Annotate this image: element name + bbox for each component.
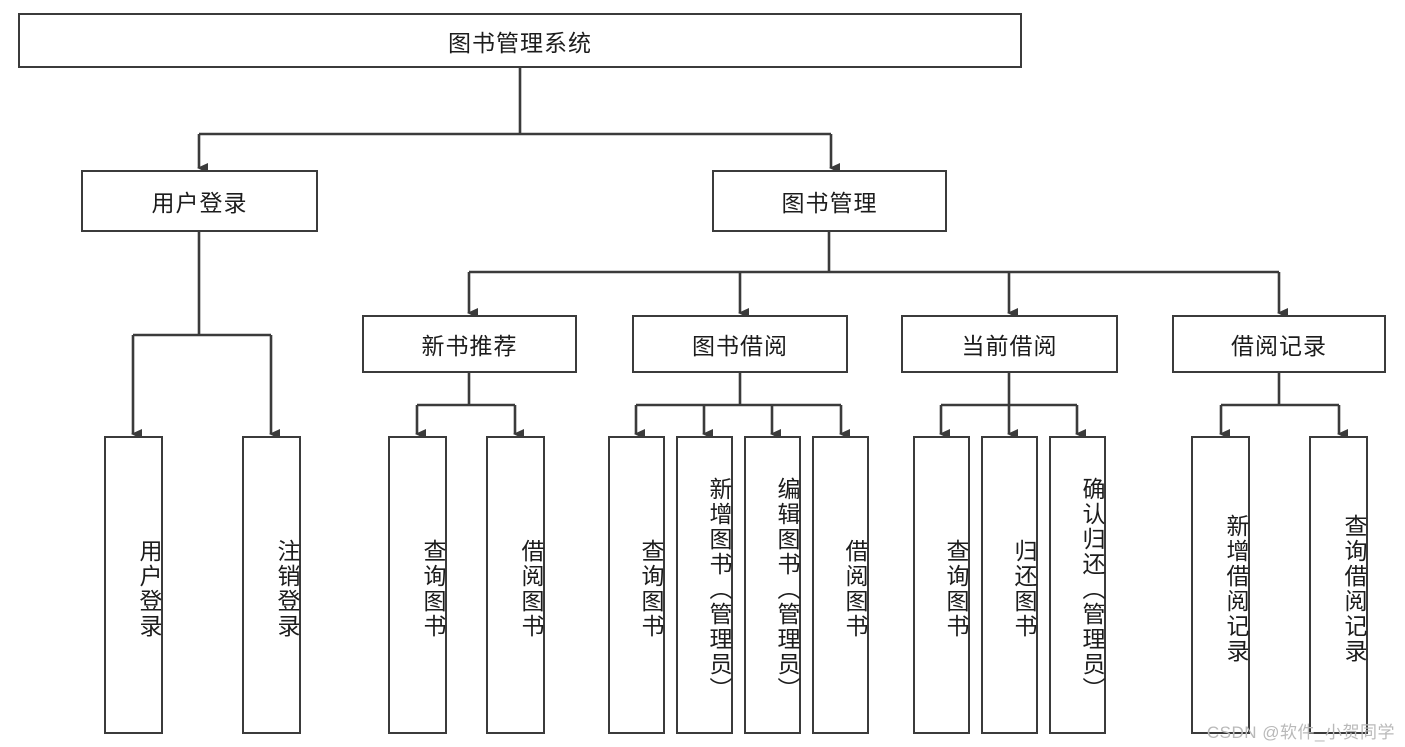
leaf-label: 借阅图书	[518, 539, 544, 639]
leaf-new-book-borrow[interactable]: 借阅图书	[486, 436, 545, 734]
leaf-label: 注销登录	[274, 539, 300, 639]
leaf-label: 查询图书	[638, 539, 664, 639]
node-user-login[interactable]: 用户登录	[81, 170, 318, 232]
leaf-label: 查询借阅记录	[1341, 514, 1367, 664]
watermark: CSDN @软件_小贺同学	[1206, 723, 1395, 742]
leaf-user-login-signout[interactable]: 注销登录	[242, 436, 301, 734]
leaf-records-add-record[interactable]: 新增借阅记录	[1191, 436, 1250, 734]
node-root-label: 图书管理系统	[448, 29, 592, 56]
node-book-borrow[interactable]: 图书借阅	[632, 315, 848, 373]
node-current-borrow[interactable]: 当前借阅	[901, 315, 1118, 373]
node-new-book-recommend-label: 新书推荐	[421, 333, 518, 359]
leaf-label: 借阅图书	[842, 539, 868, 639]
leaf-current-return-book[interactable]: 归还图书	[981, 436, 1038, 734]
node-current-borrow-label: 当前借阅	[961, 333, 1058, 359]
leaf-current-query-book[interactable]: 查询图书	[913, 436, 970, 734]
leaf-current-confirm-return-admin[interactable]: 确认归还（管理员）	[1049, 436, 1106, 734]
node-book-borrow-label: 图书借阅	[692, 333, 788, 359]
leaf-borrow-query-book[interactable]: 查询图书	[608, 436, 665, 734]
node-book-management-label: 图书管理	[781, 190, 878, 216]
node-borrow-records[interactable]: 借阅记录	[1172, 315, 1386, 373]
leaf-new-book-query[interactable]: 查询图书	[388, 436, 447, 734]
node-book-management[interactable]: 图书管理	[712, 170, 947, 232]
leaf-borrow-add-book-admin[interactable]: 新增图书（管理员）	[676, 436, 733, 734]
leaf-label: 查询图书	[420, 539, 446, 639]
leaf-borrow-borrow-book[interactable]: 借阅图书	[812, 436, 869, 734]
leaf-label: 查询图书	[943, 539, 969, 639]
leaf-user-login-signin[interactable]: 用户登录	[104, 436, 163, 734]
node-borrow-records-label: 借阅记录	[1231, 333, 1327, 359]
leaf-label: 新增借阅记录	[1223, 514, 1249, 664]
leaf-label: 用户登录	[136, 539, 162, 639]
leaf-records-query-record[interactable]: 查询借阅记录	[1309, 436, 1368, 734]
node-new-book-recommend[interactable]: 新书推荐	[362, 315, 577, 373]
leaf-label: 编辑图书（管理员）	[774, 476, 800, 702]
leaf-label: 确认归还（管理员）	[1079, 476, 1105, 702]
node-user-login-label: 用户登录	[151, 190, 248, 216]
node-root[interactable]: 图书管理系统	[18, 13, 1022, 68]
leaf-borrow-edit-book-admin[interactable]: 编辑图书（管理员）	[744, 436, 801, 734]
leaf-label: 归还图书	[1011, 539, 1037, 639]
leaf-label: 新增图书（管理员）	[706, 476, 732, 702]
